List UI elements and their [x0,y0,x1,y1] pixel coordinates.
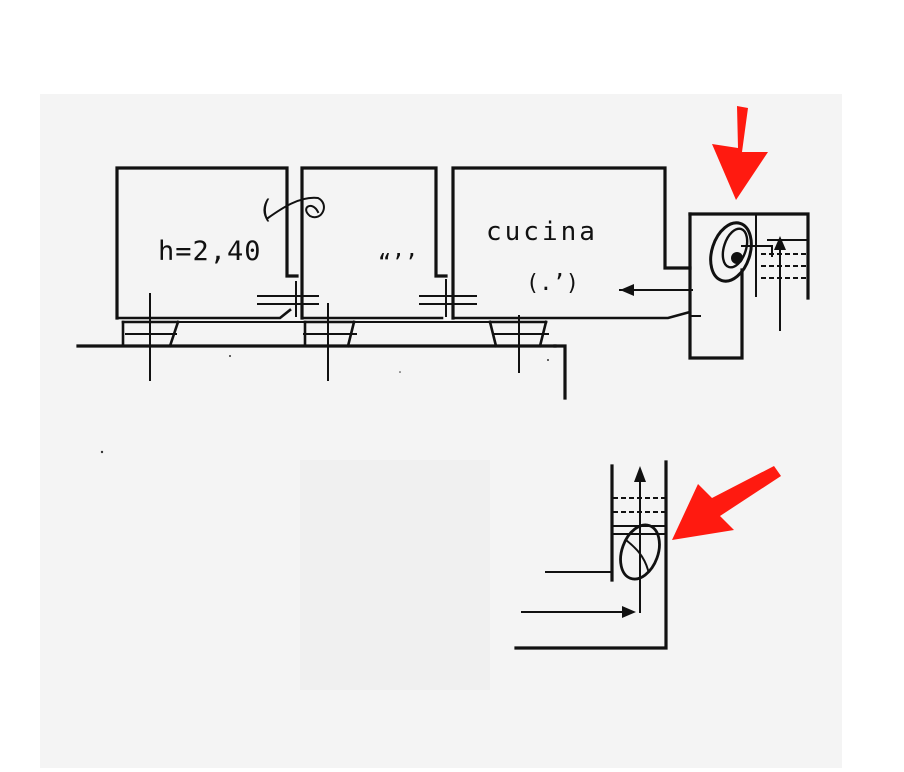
room-3-kitchen: cucina (.’) [451,166,692,320]
room-1-scribble [266,196,325,220]
red-pointer-arrow-top [712,106,768,200]
room-2-mark: “’’ [378,251,418,276]
room-1: h=2,40 ( [115,166,325,320]
flow-arrow-left-icon [620,284,634,296]
scan-specks [100,355,549,454]
detail-arrow-right-icon [622,606,636,618]
room-3-mark: (.’) [526,271,579,296]
flue-cylinder-icon [709,221,753,283]
room-1-height-label: h=2,40 [158,236,262,267]
flue-detail [514,460,668,650]
flue-fill [731,252,743,264]
room-3-label: cucina [486,217,598,247]
paper-shade [300,460,490,690]
red-pointer-arrow-bottom [672,466,781,540]
detail-arrow-up-icon [634,466,646,482]
detail-cylinder-icon [619,523,661,581]
flow-arrow-up-icon [774,236,786,250]
room-2: “’’ [300,166,448,320]
flue-cylinder-inner [721,227,749,269]
window-marks [125,279,549,381]
room-1-mark: ( [258,195,274,225]
flue-box [619,212,810,360]
